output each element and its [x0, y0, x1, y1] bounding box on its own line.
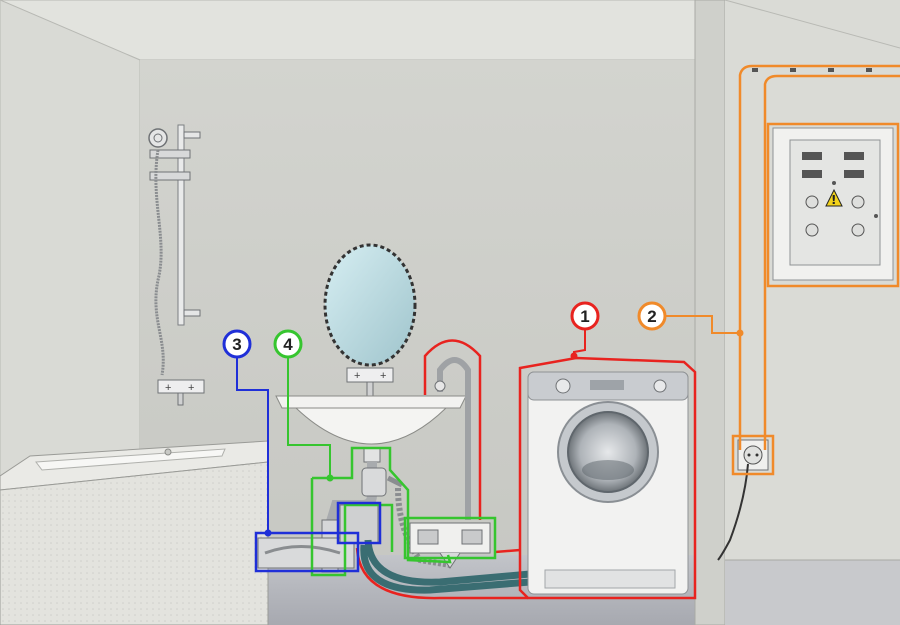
svg-text:+: + [165, 382, 171, 394]
washbasin [275, 395, 467, 463]
callout-2-leader [666, 315, 740, 334]
svg-text:!: ! [831, 193, 836, 207]
appliance-outline-red [355, 339, 697, 600]
svg-text:4: 4 [283, 335, 293, 354]
svg-text:+: + [188, 382, 194, 394]
mirror [323, 243, 417, 367]
svg-text:+: + [380, 370, 386, 382]
callout-4: 4 [273, 329, 303, 359]
callout-1: 1 [570, 301, 600, 331]
shower-rail [148, 124, 201, 376]
drain-outline-blue [254, 501, 382, 573]
svg-text:+: + [354, 370, 360, 382]
wall-socket [717, 439, 769, 561]
callout-3: 3 [222, 329, 252, 359]
callout-3-leader [236, 358, 269, 533]
callout-2: 2 [637, 301, 667, 331]
svg-text:3: 3 [232, 335, 241, 354]
sink-outline-green [310, 446, 497, 577]
svg-text:1: 1 [580, 307, 589, 326]
callout-4-leader [287, 358, 331, 478]
svg-text:2: 2 [647, 307, 656, 326]
bathtub [0, 440, 269, 625]
water-inlet-tap [434, 357, 471, 520]
side-room-floor [725, 560, 900, 625]
shower-mixer: + + [157, 379, 205, 406]
socket-line-orange [731, 64, 900, 476]
warning-icon: ! [825, 188, 843, 207]
wall-column [694, 0, 726, 625]
washing-machine [527, 371, 689, 595]
